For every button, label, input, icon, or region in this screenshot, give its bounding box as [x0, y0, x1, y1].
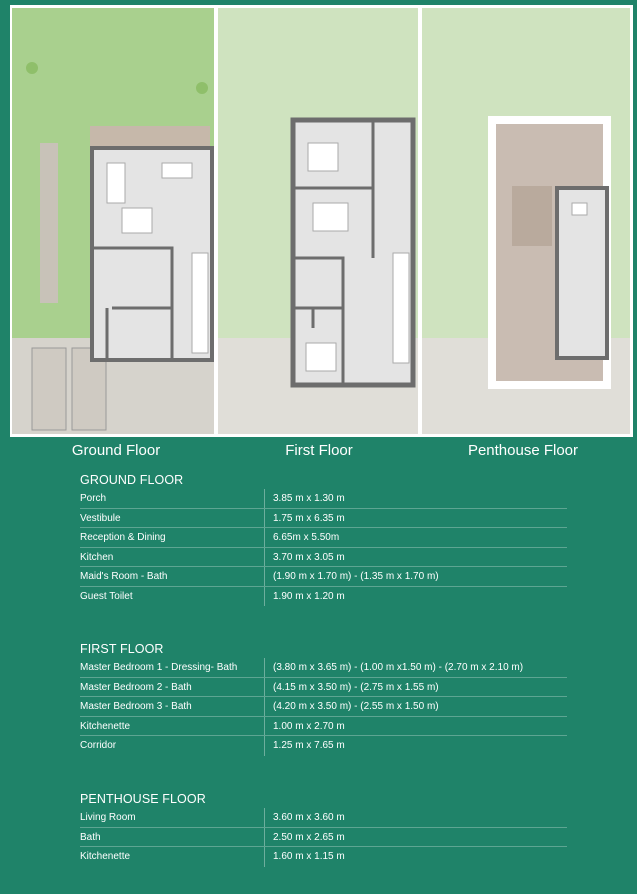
room-size: 3.70 m x 3.05 m — [273, 551, 345, 563]
first-floor-plan — [218, 8, 418, 434]
section-title: GROUND FLOOR — [80, 473, 184, 487]
table-row: Guest Toilet 1.90 m x 1.20 m — [80, 586, 567, 606]
room-name: Porch — [80, 489, 265, 508]
table-row: Master Bedroom 2 - Bath (4.15 m x 3.50 m)… — [80, 677, 567, 697]
room-name: Guest Toilet — [80, 586, 265, 606]
table-row: Kitchenette 1.60 m x 1.15 m — [80, 847, 567, 867]
room-name: Kitchen — [80, 547, 265, 566]
penthouse-floor-table: PENTHOUSE FLOOR Living Room 3.60 m x 3.60… — [80, 790, 567, 867]
room-size: 1.60 m x 1.15 m — [273, 851, 345, 862]
table-row: Kitchen 3.70 m x 3.05 m — [80, 547, 567, 567]
ground-floor-plan — [12, 8, 214, 434]
table-row: Master Bedroom 3 - Bath (4.20 m x 3.50 m)… — [80, 697, 567, 717]
room-size: 6.65m x 5.50m — [273, 532, 340, 543]
table-row: Porch 3.85 m x 1.30 m — [80, 489, 567, 509]
table-row: Living Room 3.60 m x 3.60 m — [80, 808, 567, 828]
table-row: Corridor 1.25 m x 7.65 m — [80, 736, 567, 756]
room-name: Master Bedroom 1 - Dressing- Bath — [80, 658, 265, 677]
room-size: (4.15 m x 3.50 m) - (2.75 m x 1.55 m) — [273, 681, 439, 693]
room-name: Kitchenette — [80, 847, 265, 867]
first-floor-table: FIRST FLOOR Master Bedroom 1 - Dressing-… — [80, 640, 567, 756]
floor-plans-image — [10, 5, 633, 437]
table-row: Maid's Room - Bath (1.90 m x 1.70 m) - (1… — [80, 567, 567, 587]
section-title: PENTHOUSE FLOOR — [80, 792, 206, 806]
room-name: Reception & Dining — [80, 528, 265, 547]
room-size: (1.90 m x 1.70 m) - (1.35 m x 1.70 m) — [273, 571, 439, 582]
table-row: Vestibule 1.75 m x 6.35 m — [80, 508, 567, 528]
room-name: Master Bedroom 2 - Bath — [80, 677, 265, 696]
table-row: Bath 2.50 m x 2.65 m — [80, 827, 567, 847]
room-size: 3.60 m x 3.60 m — [273, 812, 345, 823]
room-name: Vestibule — [80, 508, 265, 527]
room-name: Bath — [80, 827, 265, 846]
room-name: Master Bedroom 3 - Bath — [80, 697, 265, 716]
ground-floor-table: GROUND FLOOR Porch 3.85 m x 1.30 m Vestibu… — [80, 471, 567, 606]
table-row: Kitchenette 1.00 m x 2.70 m — [80, 716, 567, 736]
section-title: FIRST FLOOR — [80, 642, 164, 656]
table-row: Master Bedroom 1 - Dressing- Bath (3.80 m… — [80, 658, 567, 678]
room-name: Maid's Room - Bath — [80, 567, 265, 586]
room-size: (3.80 m x 3.65 m) - (1.00 m x1.50 m) - (… — [273, 662, 524, 673]
plan-label-penthouse: Penthouse Floor — [467, 442, 579, 459]
room-size: 1.90 m x 1.20 m — [273, 590, 345, 602]
room-size: 1.75 m x 6.35 m — [273, 512, 345, 524]
room-size: 2.50 m x 2.65 m — [273, 831, 345, 843]
plan-label-first: First Floor — [285, 442, 353, 459]
room-size: 3.85 m x 1.30 m — [273, 493, 345, 504]
room-name: Corridor — [80, 736, 265, 756]
room-name: Living Room — [80, 808, 265, 827]
room-size: 1.25 m x 7.65 m — [273, 740, 345, 751]
plan-label-ground: Ground Floor — [71, 442, 161, 459]
penthouse-floor-plan — [422, 8, 630, 434]
room-size: 1.00 m x 2.70 m — [273, 720, 345, 732]
room-name: Kitchenette — [80, 716, 265, 735]
room-size: (4.20 m x 3.50 m) - (2.55 m x 1.50 m) — [273, 701, 439, 712]
table-row: Reception & Dining 6.65m x 5.50m — [80, 528, 567, 548]
